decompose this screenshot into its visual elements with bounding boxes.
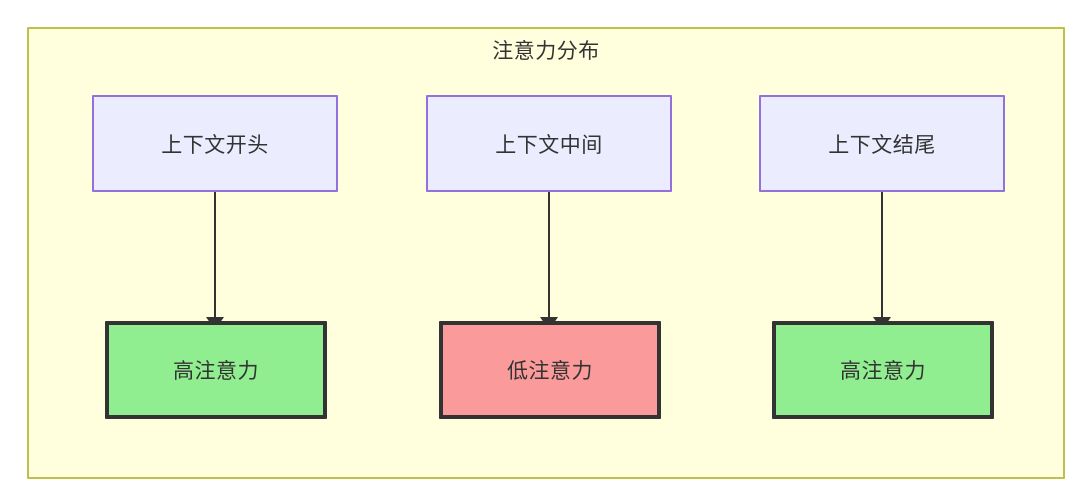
node-context-end[interactable]: 上下文结尾 (759, 95, 1005, 192)
node-label: 高注意力 (173, 360, 259, 383)
subgraph-title: 注意力分布 (492, 40, 600, 63)
attention-distribution-subgraph: 注意力分布 上下文开头 高注意力 上下文中间 低注意力 上下文结尾 高注意力 (27, 27, 1065, 479)
node-low-attention-middle[interactable]: 低注意力 (439, 321, 661, 419)
edge-context-middle-to-low-attention (548, 192, 550, 329)
node-label: 上下文中间 (495, 133, 603, 157)
node-label: 上下文开头 (161, 133, 269, 157)
node-high-attention-start[interactable]: 高注意力 (105, 321, 327, 419)
node-label: 上下文结尾 (828, 133, 936, 157)
node-label: 高注意力 (840, 360, 926, 383)
edge-context-end-to-high-attention (881, 192, 883, 329)
edge-context-start-to-high-attention (214, 192, 216, 329)
node-context-middle[interactable]: 上下文中间 (426, 95, 672, 192)
node-context-start[interactable]: 上下文开头 (92, 95, 338, 192)
node-high-attention-end[interactable]: 高注意力 (772, 321, 994, 419)
node-label: 低注意力 (507, 360, 593, 383)
